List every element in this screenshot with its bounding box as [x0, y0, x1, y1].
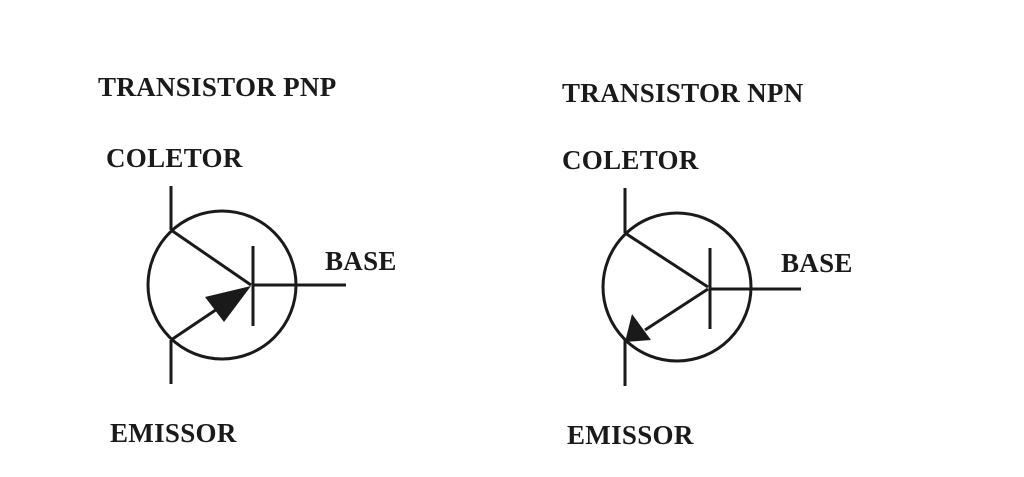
npn-emitter-line — [644, 287, 709, 332]
npn-envelope-circle — [601, 211, 753, 363]
pnp-collector-line — [170, 228, 252, 287]
pnp-title: TRANSISTOR PNP — [98, 72, 337, 102]
pnp-emitter-label: EMISSOR — [110, 418, 237, 448]
npn-emitter-arrow-icon — [625, 314, 651, 342]
pnp-collector-label: COLETOR — [106, 143, 243, 173]
npn-symbol — [601, 188, 801, 386]
pnp-emitter-arrow-icon — [205, 286, 251, 322]
pnp-symbol — [146, 186, 346, 384]
npn-collector-label: COLETOR — [562, 145, 699, 175]
npn-emitter-label: EMISSOR — [567, 420, 694, 450]
npn-title: TRANSISTOR NPN — [562, 78, 804, 108]
npn-collector-line — [624, 231, 709, 289]
npn-base-label: BASE — [781, 248, 853, 278]
pnp-base-label: BASE — [325, 246, 397, 276]
